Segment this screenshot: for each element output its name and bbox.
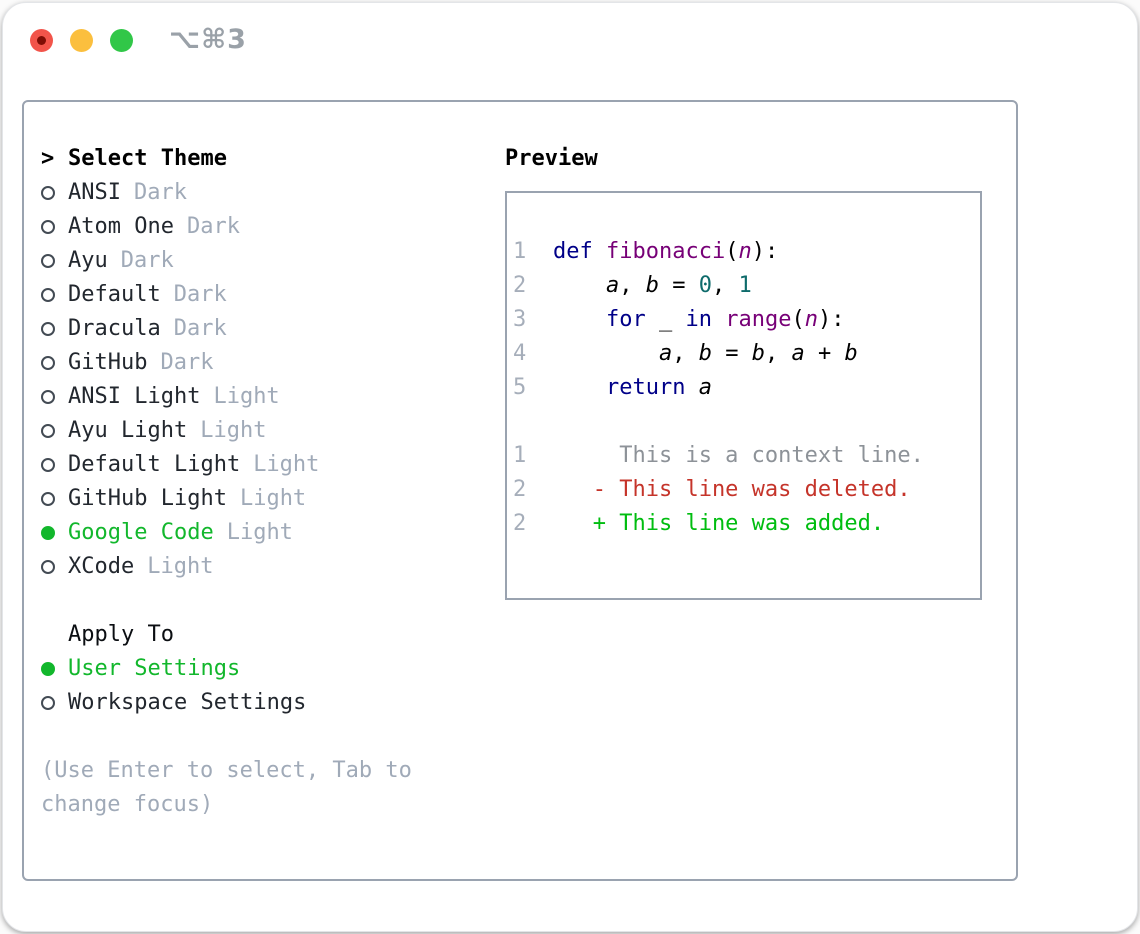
radio-icon bbox=[41, 254, 68, 268]
theme-name: XCode bbox=[68, 554, 135, 579]
theme-option-ayu-light[interactable]: Ayu Light Light bbox=[41, 414, 505, 448]
theme-name: Google Code bbox=[68, 520, 214, 545]
radio-icon bbox=[41, 560, 68, 574]
radio-selected-icon bbox=[41, 662, 68, 676]
theme-option-dracula[interactable]: Dracula Dark bbox=[41, 312, 505, 346]
diff-text: + This line was added. bbox=[553, 511, 885, 536]
diff-text: This is a context line. bbox=[553, 443, 924, 468]
line-number: 2 bbox=[513, 477, 527, 502]
theme-name: Atom One bbox=[68, 214, 174, 239]
apply-to-header-row: Apply To bbox=[41, 618, 505, 652]
theme-name: Dracula bbox=[68, 316, 161, 341]
code-line: 3 for _ in range(n): bbox=[513, 303, 980, 337]
radio-icon bbox=[41, 492, 68, 506]
close-button[interactable] bbox=[30, 29, 53, 52]
code-text: return a bbox=[605, 375, 712, 400]
radio-icon bbox=[41, 288, 68, 302]
theme-option-xcode[interactable]: XCode Light bbox=[41, 550, 505, 584]
code-line: 5 return a bbox=[513, 371, 980, 405]
radio-icon bbox=[41, 390, 68, 404]
theme-option-default-light[interactable]: Default Light Light bbox=[41, 448, 505, 482]
window-title: ⌥⌘3 bbox=[169, 24, 247, 55]
theme-option-github[interactable]: GitHub Dark bbox=[41, 346, 505, 380]
theme-name: ANSI bbox=[68, 180, 121, 205]
theme-name: Default bbox=[68, 282, 161, 307]
line-number: 4 bbox=[513, 341, 527, 366]
theme-variant: Light bbox=[239, 486, 307, 511]
theme-name: GitHub Light bbox=[68, 486, 227, 511]
theme-variant: Light bbox=[253, 452, 320, 477]
theme-variant: Dark bbox=[173, 316, 227, 341]
apply-option-user-settings[interactable]: User Settings bbox=[41, 652, 505, 686]
code-line: 1 def fibonacci(n): bbox=[513, 235, 980, 269]
theme-variant: Light bbox=[226, 520, 293, 545]
apply-option-label: Workspace Settings bbox=[68, 690, 307, 715]
theme-option-ansi[interactable]: ANSI Dark bbox=[41, 176, 505, 210]
radio-icon bbox=[41, 322, 68, 336]
theme-selector-header-row: > Select Theme bbox=[41, 142, 505, 176]
radio-icon bbox=[41, 458, 68, 472]
traffic-lights bbox=[30, 29, 133, 52]
theme-option-default[interactable]: Default Dark bbox=[41, 278, 505, 312]
diff-line-added: 2 + This line was added. bbox=[513, 507, 980, 541]
theme-variant: Light bbox=[213, 384, 280, 409]
theme-selector-header: Select Theme bbox=[68, 146, 227, 171]
theme-variant: Dark bbox=[173, 282, 227, 307]
theme-variant: Light bbox=[200, 418, 267, 443]
code-text: for _ in range(n): bbox=[605, 307, 845, 332]
theme-option-atom-one[interactable]: Atom One Dark bbox=[41, 210, 505, 244]
diff-line-context: 1 This is a context line. bbox=[513, 439, 980, 473]
theme-name: GitHub bbox=[68, 350, 148, 375]
line-number: 3 bbox=[513, 307, 527, 332]
theme-option-github-light[interactable]: GitHub Light Light bbox=[41, 482, 505, 516]
theme-name: ANSI Light bbox=[68, 384, 201, 409]
line-number: 5 bbox=[513, 375, 527, 400]
apply-option-workspace-settings[interactable]: Workspace Settings bbox=[41, 686, 505, 720]
preview-header: Preview bbox=[505, 146, 598, 171]
theme-variant: Dark bbox=[120, 248, 174, 273]
theme-variant: Dark bbox=[133, 180, 187, 205]
code-line: 4 a, b = b, a + b bbox=[513, 337, 980, 371]
theme-name: Default Light bbox=[68, 452, 241, 477]
title-bar: ⌥⌘3 bbox=[3, 3, 1137, 78]
zoom-button[interactable] bbox=[110, 29, 133, 52]
theme-name: Ayu bbox=[68, 248, 108, 273]
minimize-button[interactable] bbox=[70, 29, 93, 52]
code-text: a, b = b, a + b bbox=[658, 341, 858, 366]
help-text: (Use Enter to select, Tab to change focu… bbox=[41, 758, 412, 817]
prompt-icon: > bbox=[41, 146, 55, 171]
radio-icon bbox=[41, 356, 68, 370]
line-number: 2 bbox=[513, 511, 527, 536]
code-line: 2 a, b = 0, 1 bbox=[513, 269, 980, 303]
code-text: a, b = 0, 1 bbox=[605, 273, 752, 298]
theme-name: Ayu Light bbox=[68, 418, 188, 443]
theme-option-google-code[interactable]: Google Code Light bbox=[41, 516, 505, 550]
blank-line bbox=[513, 405, 980, 439]
theme-variant: Dark bbox=[160, 350, 214, 375]
code-text: def fibonacci(n): bbox=[553, 239, 779, 264]
theme-variant: Dark bbox=[186, 214, 240, 239]
line-number: 1 bbox=[513, 239, 527, 264]
apply-to-header: Apply To bbox=[68, 622, 174, 647]
diff-text: - This line was deleted. bbox=[553, 477, 911, 502]
radio-icon bbox=[41, 220, 68, 234]
apply-option-label: User Settings bbox=[68, 656, 241, 681]
radio-selected-icon bbox=[41, 526, 68, 540]
diff-line-deleted: 2 - This line was deleted. bbox=[513, 473, 980, 507]
radio-icon bbox=[41, 696, 68, 710]
theme-option-ansi-light[interactable]: ANSI Light Light bbox=[41, 380, 505, 414]
radio-icon bbox=[41, 424, 68, 438]
theme-variant: Light bbox=[147, 554, 214, 579]
line-number: 1 bbox=[513, 443, 527, 468]
theme-option-ayu[interactable]: Ayu Dark bbox=[41, 244, 505, 278]
radio-icon bbox=[41, 186, 68, 200]
line-number: 2 bbox=[513, 273, 527, 298]
